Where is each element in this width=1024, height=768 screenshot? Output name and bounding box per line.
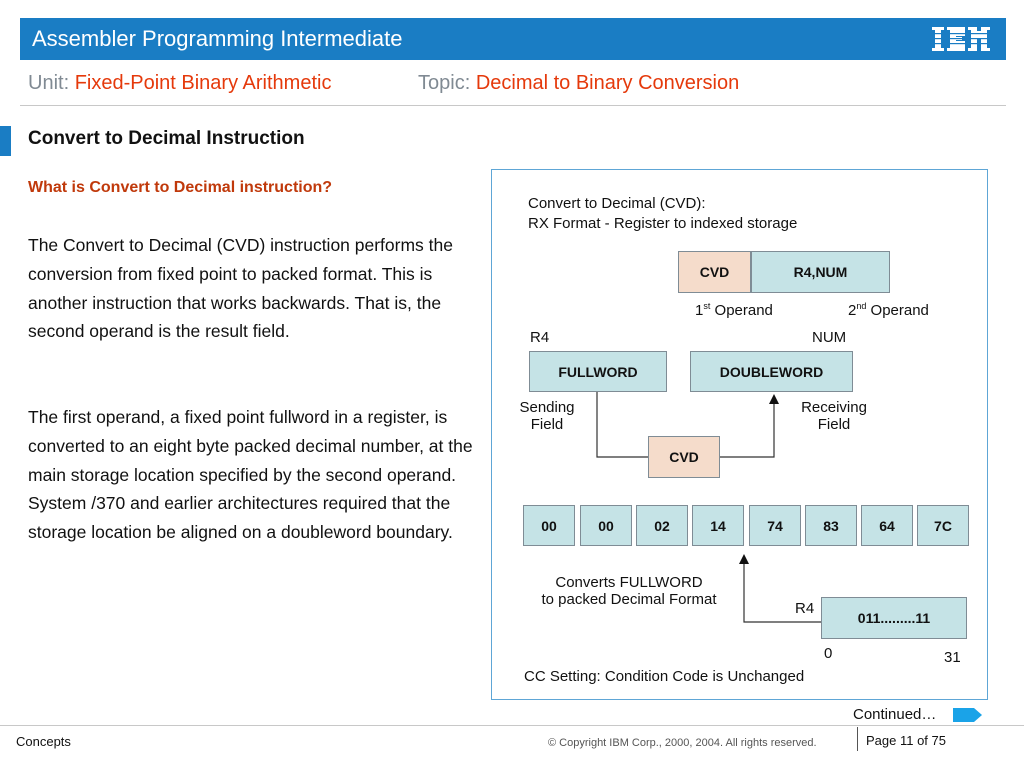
second-operand-label: 2nd Operand — [848, 301, 929, 320]
paragraph-2: The first operand, a fixed point fullwor… — [28, 407, 473, 543]
footer-section: Concepts — [16, 734, 71, 749]
byte-cell: 14 — [692, 505, 744, 546]
header-bar: Assembler Programming Intermediate — [20, 18, 1006, 60]
course-title: Assembler Programming Intermediate — [32, 26, 403, 51]
slide-title: Convert to Decimal Instruction — [28, 128, 305, 149]
continued-link[interactable]: Continued… — [853, 706, 937, 723]
unit-value: Fixed-Point Binary Arithmetic — [74, 72, 332, 94]
arrow-right-icon[interactable] — [953, 707, 983, 723]
paragraph-1: The Convert to Decimal (CVD) instruction… — [28, 235, 453, 342]
topic-label: Topic: — [418, 72, 471, 94]
footer-divider — [0, 725, 1024, 726]
num-label: NUM — [812, 329, 847, 346]
title-accent-bar — [0, 126, 11, 156]
byte-cell: 00 — [580, 505, 632, 546]
footer-separator — [857, 727, 858, 751]
unit-label: Unit: — [28, 72, 70, 94]
byte-cell: 64 — [861, 505, 913, 546]
bit-end-label: 31 — [944, 649, 961, 666]
cc-setting: CC Setting: Condition Code is Unchanged — [524, 668, 805, 685]
topic-line: Topic: Decimal to Binary Conversion — [418, 72, 739, 95]
topic-value: Decimal to Binary Conversion — [475, 72, 740, 94]
diagram-heading-1: Convert to Decimal (CVD): — [528, 195, 706, 212]
instruction-operands-box: R4,NUM — [751, 251, 890, 293]
first-operand-label: 1st Operand — [695, 301, 773, 320]
byte-cell: 7C — [917, 505, 969, 546]
doubleword-box: DOUBLEWORD — [690, 351, 853, 392]
fullword-box: FULLWORD — [529, 351, 667, 392]
header-divider — [20, 105, 1006, 106]
instruction-op-box: CVD — [678, 251, 751, 293]
byte-cell: 83 — [805, 505, 857, 546]
page-number: Page 11 of 75 — [866, 733, 946, 748]
question-heading: What is Convert to Decimal instruction? — [28, 179, 333, 196]
ibm-logo-icon — [930, 27, 992, 51]
bit-start-label: 0 — [824, 645, 833, 662]
r4-label: R4 — [530, 329, 550, 346]
cvd-box: CVD — [648, 436, 720, 478]
byte-cell: 74 — [749, 505, 801, 546]
r4-register-label: R4 — [795, 600, 815, 617]
copyright: © Copyright IBM Corp., 2000, 2004. All r… — [548, 737, 817, 749]
diagram-heading-2: RX Format - Register to indexed storage — [528, 215, 798, 232]
unit-line: Unit: Fixed-Point Binary Arithmetic — [28, 72, 331, 95]
byte-cell: 00 — [523, 505, 575, 546]
register-bits-box: 011.........11 — [821, 597, 967, 639]
byte-cell: 02 — [636, 505, 688, 546]
